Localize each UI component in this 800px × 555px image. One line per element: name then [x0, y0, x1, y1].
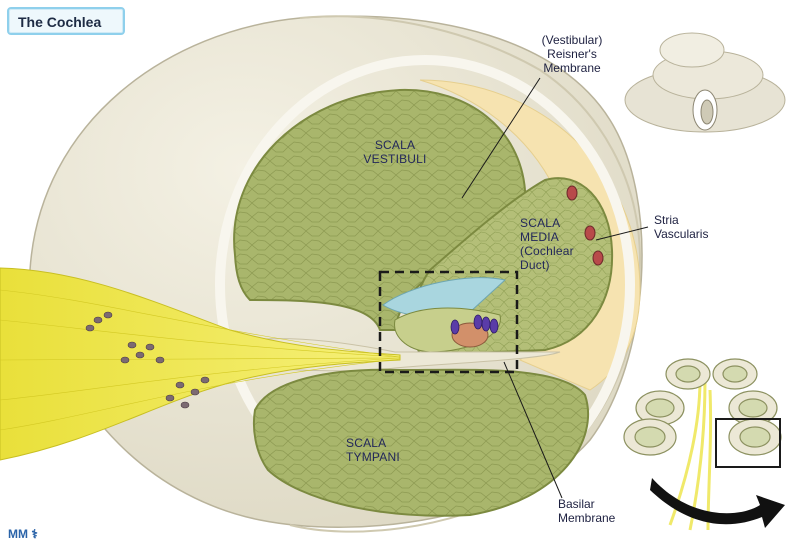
title-box: The Cochlea	[7, 7, 125, 35]
organ-of-corti	[382, 277, 507, 353]
logo: MM ⚕	[8, 527, 38, 541]
label-stria-vascularis: Stria Vascularis	[654, 213, 708, 241]
label-line: Stria	[654, 213, 679, 227]
label-line: VESTIBULI	[363, 152, 427, 166]
label-line: Basilar	[558, 497, 595, 511]
label-line: Reisner's	[547, 47, 597, 61]
cochlea-section-icon	[623, 358, 785, 531]
label-line: Vascularis	[654, 227, 709, 241]
stria-vascularis-cells	[566, 185, 604, 266]
label-scala-tympani: SCALA TYMPANI	[346, 436, 400, 464]
label-scala-media: SCALA MEDIA (Cochlear Duct)	[520, 216, 574, 272]
scala-tympani-chamber	[252, 368, 590, 517]
label-line: Membrane	[543, 61, 601, 75]
detail-inset-box	[378, 270, 519, 374]
label-line: (Vestibular)	[541, 33, 603, 47]
label-line: Duct)	[520, 258, 550, 272]
label-line: SCALA	[346, 436, 387, 450]
page-title: The Cochlea	[18, 14, 102, 30]
logo-text: MM	[8, 527, 28, 541]
callout-lines	[461, 77, 649, 499]
cochlear-nerve	[0, 267, 401, 461]
label-basilar-membrane: Basilar Membrane	[558, 497, 615, 525]
label-line: SCALA	[374, 138, 416, 152]
label-line: (Cochlear	[520, 244, 574, 258]
caduceus-icon: ⚕	[31, 527, 38, 541]
label-reisners-membrane: (Vestibular) Reisner's Membrane	[522, 33, 622, 75]
label-line: TYMPANI	[346, 450, 400, 464]
label-scala-vestibuli: SCALA VESTIBULI	[360, 138, 430, 166]
label-line: Membrane	[558, 511, 616, 525]
cochlea-shell-icon	[624, 32, 786, 133]
label-line: MEDIA	[520, 230, 560, 244]
label-line: SCALA	[520, 216, 561, 230]
